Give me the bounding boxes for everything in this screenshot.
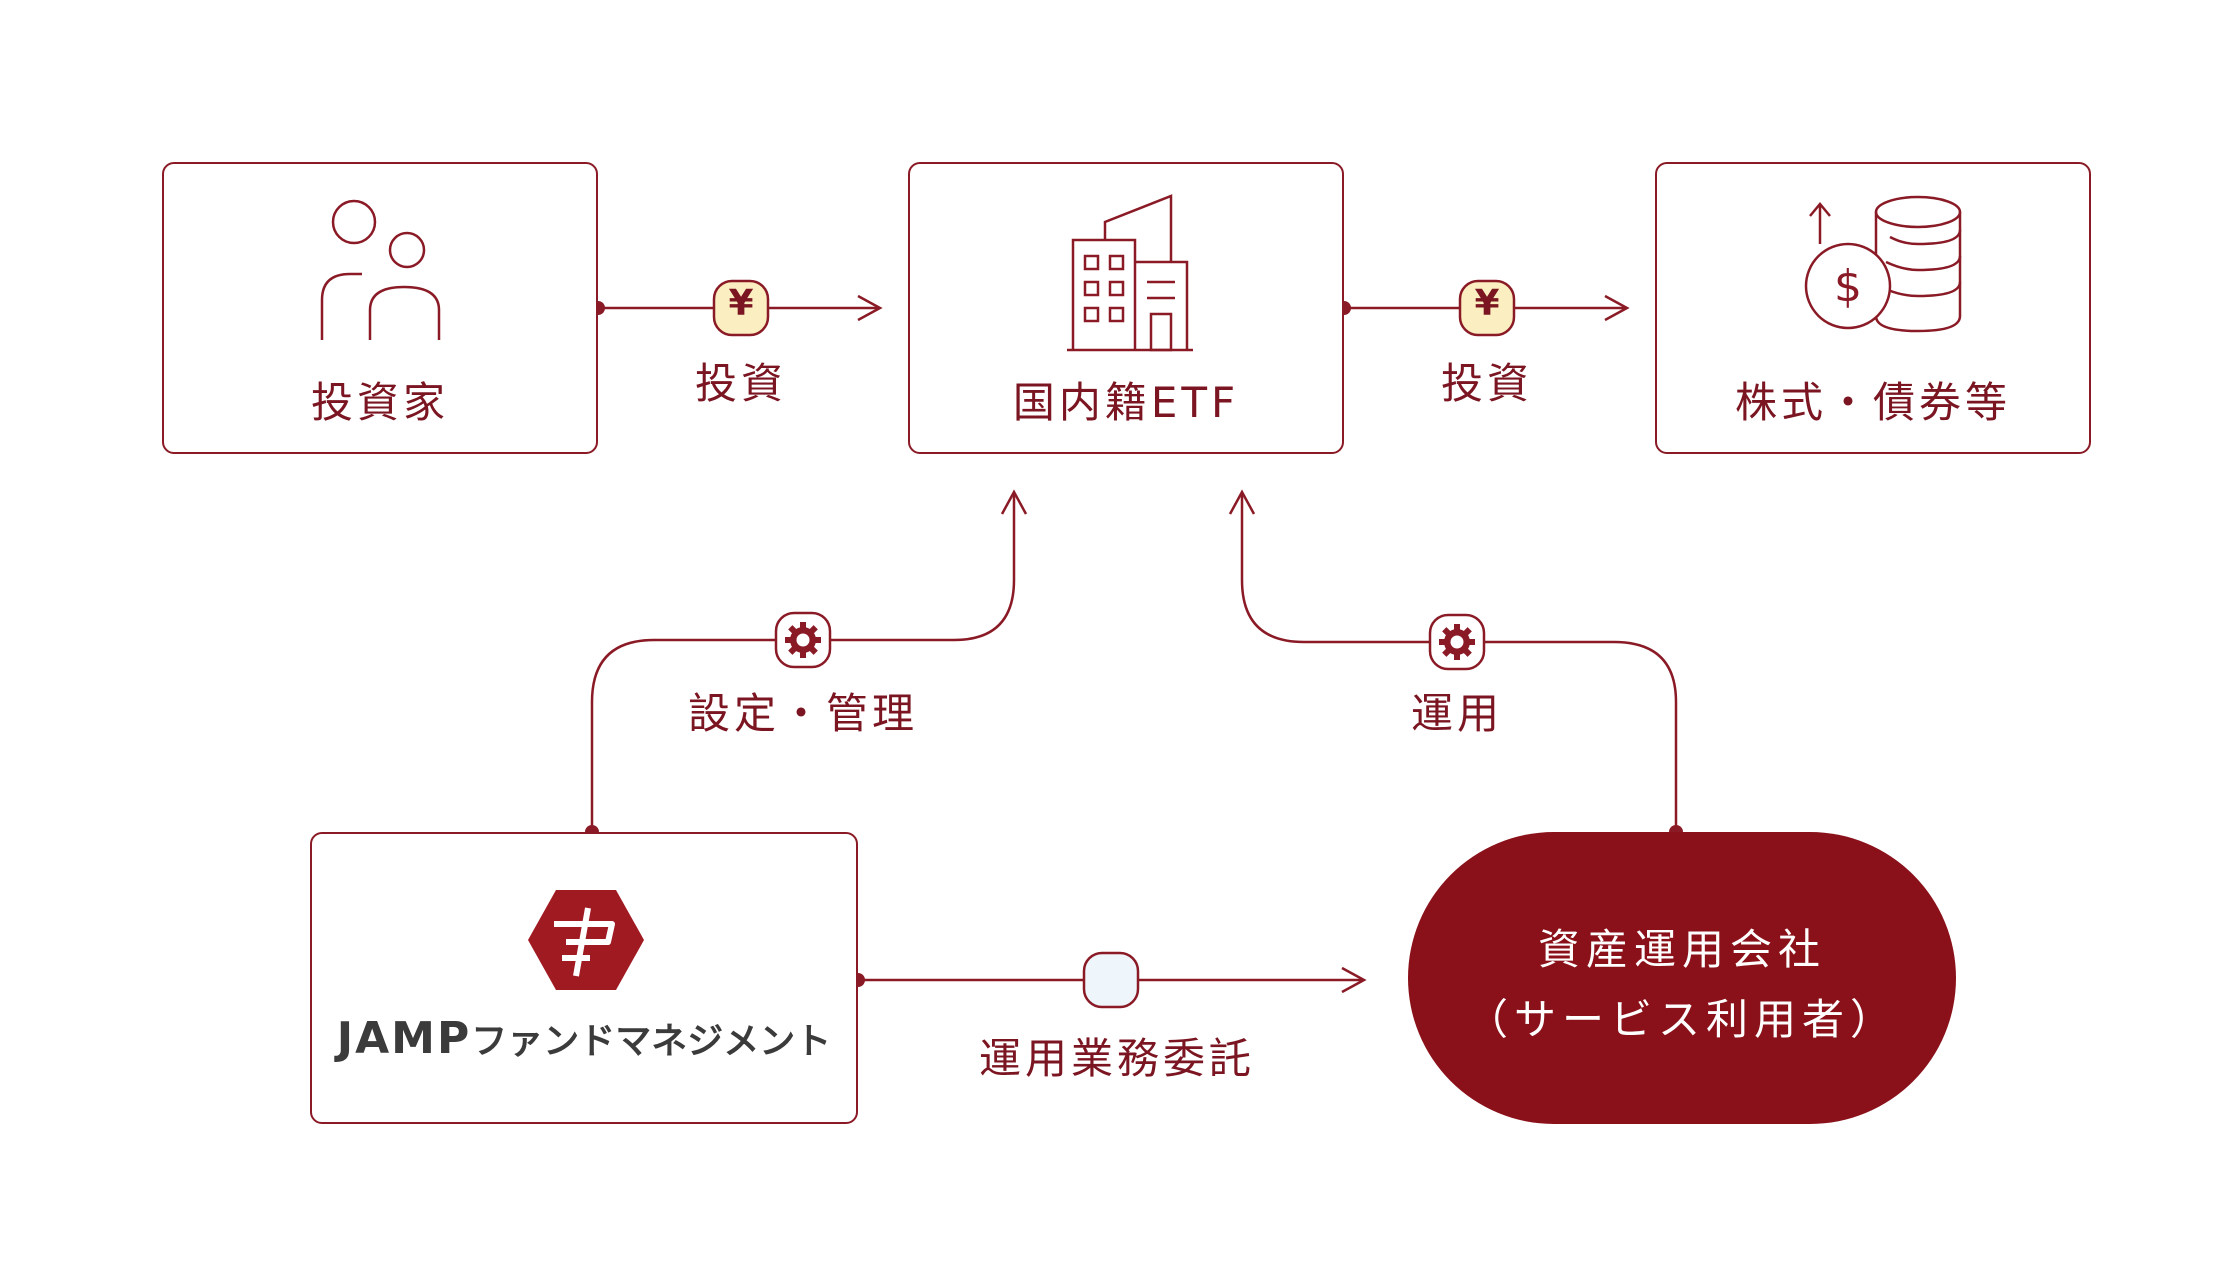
asset-manager-pill: 資産運用会社 （サービス利用者） bbox=[1408, 832, 1956, 1124]
investor-label: 投資家 bbox=[310, 378, 449, 427]
investor-box: 投資家 bbox=[162, 162, 598, 454]
yen-badge bbox=[1458, 279, 1516, 337]
jamp-logo bbox=[528, 890, 644, 990]
securities-label: 株式・債券等 bbox=[1734, 378, 2011, 427]
edge-label-jamp-to-manager: 運用業務委託 bbox=[978, 1034, 1256, 1083]
jamp-logo-ja: ファンドマネジメント bbox=[471, 1021, 832, 1062]
jamp-logo-text: JAMPファンドマネジメント bbox=[312, 1012, 856, 1064]
edge-label-jamp-to-etf: 設定・管理 bbox=[687, 689, 919, 738]
arrowhead-manager-to-etf bbox=[1228, 489, 1256, 515]
asset-manager-name: 資産運用会社 bbox=[1537, 925, 1826, 974]
etf-box: 国内籍ETF bbox=[908, 162, 1344, 454]
coins-dollar-icon: $ bbox=[1804, 195, 1962, 333]
yen-symbol: ¥ bbox=[728, 283, 754, 324]
yen-badge bbox=[712, 279, 770, 337]
jamp-logo-en: JAMP bbox=[336, 1013, 472, 1064]
edge-label-etf-to-securities: 投資 bbox=[1440, 359, 1534, 408]
arrowhead-etf-to-securities bbox=[1604, 294, 1630, 322]
securities-box: $ 株式・債券等 bbox=[1655, 162, 2091, 454]
etf-label: 国内籍ETF bbox=[1012, 378, 1240, 427]
jamp-box: JAMPファンドマネジメント bbox=[310, 832, 858, 1124]
yen-symbol: ¥ bbox=[1474, 283, 1500, 324]
building-icon bbox=[1067, 194, 1193, 352]
gear-badge bbox=[1428, 613, 1486, 671]
gear-badge bbox=[774, 611, 832, 669]
gear-icon bbox=[1439, 624, 1475, 660]
asset-manager-role: （サービス利用者） bbox=[1465, 995, 1898, 1044]
arrowhead-investor-to-etf bbox=[857, 294, 883, 322]
arrowhead-jamp-to-manager bbox=[1341, 966, 1367, 994]
gear-icon bbox=[785, 622, 821, 658]
edge-label-investor-to-etf: 投資 bbox=[694, 359, 788, 408]
edge-label-manager-to-etf: 運用 bbox=[1410, 689, 1504, 738]
svg-text:$: $ bbox=[1834, 261, 1862, 312]
blank-badge bbox=[1082, 951, 1140, 1009]
people-icon bbox=[320, 199, 441, 340]
arrowhead-jamp-to-etf bbox=[1000, 489, 1028, 515]
